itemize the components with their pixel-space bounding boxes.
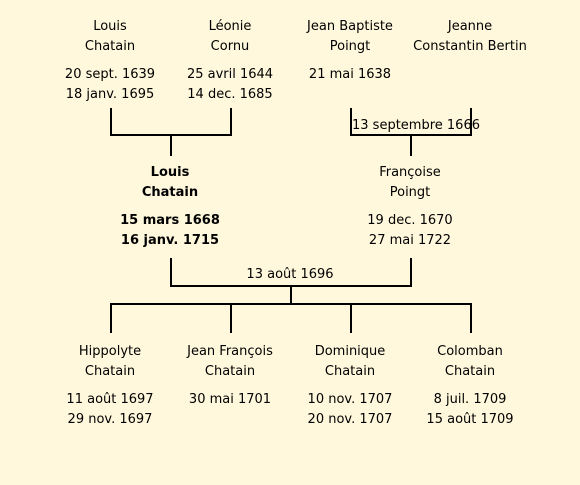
connector-line	[470, 108, 472, 136]
person-dates: 10 nov. 1707 20 nov. 1707	[285, 390, 415, 430]
connector-line	[170, 134, 172, 156]
person-death: 29 nov. 1697	[67, 412, 153, 427]
grandparents-marriage-date: 13 septembre 1666	[352, 118, 480, 133]
person-death: 18 janv. 1695	[65, 87, 155, 102]
person-first-name: Jean Baptiste	[307, 19, 393, 34]
person-dates: 20 sept. 1639 18 janv. 1695	[45, 65, 175, 105]
grandparent-jeanne-constantin-bertin: Jeanne Constantin Bertin	[405, 17, 535, 57]
connector-line	[290, 285, 292, 305]
connector-line	[470, 303, 472, 333]
person-death: 14 dec. 1685	[187, 87, 273, 102]
connector-line	[350, 108, 352, 136]
person-last-name: Chatain	[141, 185, 199, 200]
person-first-name: Jeanne	[447, 19, 493, 34]
parents-marriage-date: 13 août 1696	[246, 267, 334, 282]
person-first-name: Colomban	[437, 344, 503, 359]
grandparent-leonie-cornu: Léonie Cornu 25 avril 1644 14 dec. 1685	[165, 17, 295, 105]
person-last-name: Cornu	[210, 39, 250, 54]
person-last-name: Chatain	[204, 364, 256, 379]
person-birth: 10 nov. 1707	[307, 392, 393, 407]
person-last-name: Constantin Bertin	[413, 39, 527, 54]
person-birth: 11 août 1697	[66, 392, 154, 407]
child-hippolyte-chatain: Hippolyte Chatain 11 août 1697 29 nov. 1…	[45, 342, 175, 430]
grandparent-louis-chatain: Louis Chatain 20 sept. 1639 18 janv. 169…	[45, 17, 175, 105]
person-first-name: Dominique	[314, 344, 386, 359]
person-dates: 21 mai 1638	[285, 65, 415, 85]
child-jean-francois-chatain: Jean François Chatain 30 mai 1701	[165, 342, 295, 410]
person-birth: 20 sept. 1639	[64, 67, 156, 82]
connector-line	[170, 258, 172, 287]
connector-line	[230, 108, 232, 136]
child-colomban-chatain: Colomban Chatain 8 juil. 1709 15 août 17…	[405, 342, 535, 430]
connector-line	[230, 303, 232, 333]
grandparent-jean-baptiste-poingt: Jean Baptiste Poingt 21 mai 1638	[285, 17, 415, 85]
person-last-name: Chatain	[324, 364, 376, 379]
child-dominique-chatain: Dominique Chatain 10 nov. 1707 20 nov. 1…	[285, 342, 415, 430]
person-birth: 8 juil. 1709	[433, 392, 507, 407]
person-last-name: Chatain	[444, 364, 496, 379]
person-birth: 30 mai 1701	[188, 392, 272, 407]
connector-line	[110, 108, 112, 136]
parent-louis-chatain: Louis Chatain 15 mars 1668 16 janv. 1715	[105, 163, 235, 251]
person-dates: 11 août 1697 29 nov. 1697	[45, 390, 175, 430]
connector-line	[110, 303, 472, 305]
person-dates: 8 juil. 1709 15 août 1709	[405, 390, 535, 430]
person-first-name: Louis	[150, 165, 190, 180]
person-first-name: Françoise	[379, 165, 441, 180]
person-death: 20 nov. 1707	[307, 412, 393, 427]
connector-line	[410, 258, 412, 287]
connector-line	[110, 303, 112, 333]
person-birth: 21 mai 1638	[308, 67, 392, 82]
person-dates: 30 mai 1701	[165, 390, 295, 410]
person-first-name: Louis	[93, 19, 127, 34]
person-last-name: Chatain	[84, 39, 136, 54]
person-dates: 15 mars 1668 16 janv. 1715	[105, 211, 235, 251]
person-birth: 25 avril 1644	[186, 67, 274, 82]
person-dates: 19 dec. 1670 27 mai 1722	[345, 211, 475, 251]
person-last-name: Poingt	[329, 39, 371, 54]
person-death: 15 août 1709	[426, 412, 514, 427]
person-death: 27 mai 1722	[368, 233, 452, 248]
person-death: 16 janv. 1715	[120, 233, 220, 248]
person-birth: 15 mars 1668	[120, 213, 220, 228]
person-last-name: Chatain	[84, 364, 136, 379]
person-first-name: Léonie	[208, 19, 252, 34]
person-dates: 25 avril 1644 14 dec. 1685	[165, 65, 295, 105]
person-first-name: Jean François	[187, 344, 273, 359]
connector-line	[410, 134, 412, 156]
person-birth: 19 dec. 1670	[367, 213, 453, 228]
parent-francoise-poingt: Françoise Poingt 19 dec. 1670 27 mai 172…	[345, 163, 475, 251]
person-first-name: Hippolyte	[78, 344, 142, 359]
connector-line	[350, 303, 352, 333]
person-last-name: Poingt	[389, 185, 431, 200]
